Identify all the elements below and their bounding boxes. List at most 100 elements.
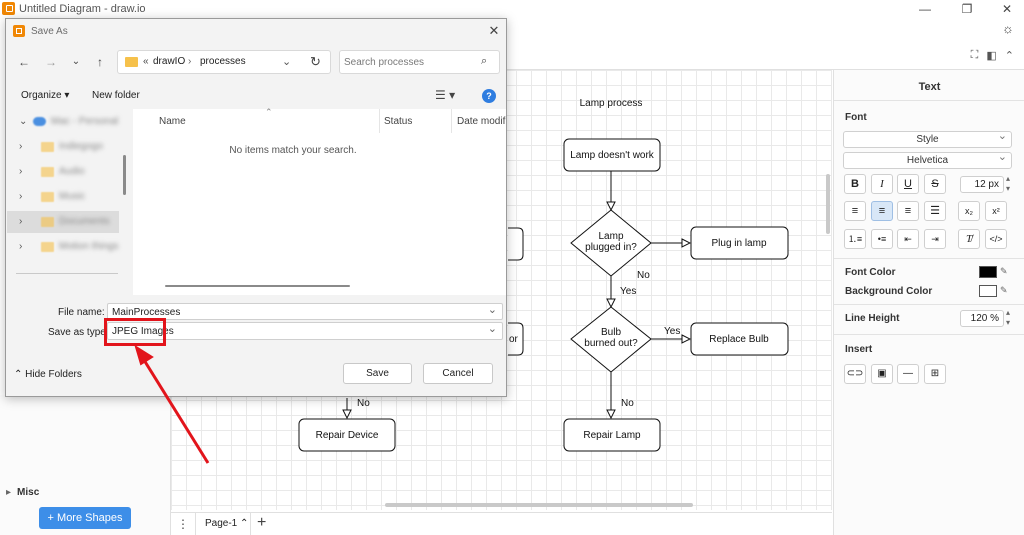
strikethrough-button[interactable]: S [924,174,946,194]
cloud-icon [33,117,46,126]
address-dropdown-icon[interactable]: ⌄ [282,56,292,68]
back-arrow-icon[interactable]: ← [18,55,30,69]
search-box[interactable]: ⌕ [339,50,500,74]
chevron-right-icon[interactable]: › [19,241,23,252]
bullet-list-icon[interactable]: •≡ [871,229,893,249]
font-size-stepper-icon[interactable]: ▴▾ [1006,174,1011,193]
align-center-icon[interactable]: ≡ [871,201,893,221]
subscript-icon[interactable]: x₂ [958,201,980,221]
cancel-button[interactable]: Cancel [423,363,493,384]
navigation-scrollbar[interactable] [123,155,126,195]
chevron-down-icon[interactable]: ⌄ [19,116,28,127]
html-code-icon[interactable]: </> [985,229,1007,249]
save-as-type-select[interactable]: JPEG Images ⌄ [107,322,503,340]
background-color-pencil-icon[interactable]: ✎ [1000,285,1008,295]
search-icon[interactable]: ⌕ [481,55,488,67]
insert-image-icon[interactable]: ▣ [871,364,893,384]
column-header-status[interactable]: Status [384,116,413,127]
save-button[interactable]: Save [343,363,412,384]
align-justify-icon[interactable]: ☰ [924,201,946,221]
dialog-titlebar: Save As ✕ [6,19,506,43]
search-input[interactable] [344,54,470,70]
align-left-icon[interactable]: ≡ [844,201,866,221]
close-window-icon[interactable]: ✕ [1001,2,1013,16]
underline-button[interactable]: U [897,174,919,194]
line-height-input[interactable]: 120 % [960,310,1004,327]
indent-icon[interactable]: ⇥ [924,229,946,249]
nav-item[interactable]: › Audio [7,161,119,183]
italic-button[interactable]: I [871,174,893,194]
column-header-date-modified[interactable]: Date modifi [457,116,506,127]
chevron-right-icon[interactable]: › [19,216,23,227]
file-name-field[interactable]: ⌄ [107,303,503,320]
page-tab[interactable]: Page-1 ⌃ [195,513,251,535]
divider [16,273,118,274]
insert-table-icon[interactable]: ⊞ [924,364,946,384]
nav-item[interactable]: › Indiegogo [7,136,119,158]
dialog-close-icon[interactable]: ✕ [488,23,500,38]
font-section-title: Font [845,112,867,123]
address-bar[interactable]: « drawIO › processes ⌄ ↻ [117,50,331,74]
chevron-down-icon[interactable]: ⌄ [487,323,497,335]
sun-theme-icon[interactable]: ☼ [1002,21,1014,36]
numbered-list-icon[interactable]: ⒈≡ [844,229,866,249]
nav-item[interactable]: › Music [7,186,119,208]
collapse-icon[interactable]: ⌃ [1004,50,1014,62]
restore-icon[interactable]: ❐ [961,2,973,16]
organize-button[interactable]: Organize ▾ [21,90,70,101]
background-color-swatch[interactable] [979,285,997,297]
nav-item[interactable]: › Documents [7,211,119,233]
clear-formatting-icon[interactable]: T̸ [958,229,980,249]
chevron-right-icon[interactable]: › [19,191,23,202]
font-size-input[interactable]: 12 px [960,176,1004,193]
page-menu-icon[interactable]: ⋮ [177,517,189,531]
breadcrumb-processes[interactable]: processes [200,56,246,67]
file-list-horizontal-scrollbar[interactable] [165,285,350,287]
nav-item[interactable]: ⌄ Mac - Personal [7,111,119,133]
font-color-pencil-icon[interactable]: ✎ [1000,266,1008,276]
fullscreen-icon[interactable]: ⛶ [970,49,979,61]
outdent-icon[interactable]: ⇤ [897,229,919,249]
minimize-icon[interactable]: — [919,2,931,16]
column-divider[interactable] [451,109,452,133]
font-family-select[interactable]: Helvetica [843,150,1012,169]
annotation-highlight-box [104,318,166,346]
format-panel-toggle-icon[interactable]: ◧ [986,50,997,62]
misc-section-header[interactable]: Misc [6,487,39,498]
breadcrumb-overflow[interactable]: « [143,56,149,67]
insert-link-icon[interactable]: ⊂⊃ [844,364,866,384]
chevron-up-icon[interactable]: ⌃ [240,518,249,529]
refresh-icon[interactable]: ↻ [310,54,321,69]
align-right-icon[interactable]: ≡ [897,201,919,221]
format-panel: Text Font Style Helvetica B I U S 12 px … [833,70,1024,535]
new-folder-button[interactable]: New folder [92,90,140,101]
column-divider[interactable] [379,109,380,133]
chevron-down-icon[interactable]: ⌄ [487,304,497,316]
style-select[interactable]: Style [843,129,1012,148]
hide-folders-button[interactable]: ⌃ Hide Folders [14,369,82,380]
chevron-right-icon[interactable]: › [19,141,23,152]
column-header-name[interactable]: Name [159,116,186,127]
recent-locations-chevron-icon[interactable]: ⌄ [71,56,81,67]
more-shapes-button[interactable]: + More Shapes [39,507,131,529]
line-height-stepper-icon[interactable]: ▴▾ [1006,308,1011,327]
bold-button[interactable]: B [844,174,866,194]
dialog-command-bar: Organize ▾ New folder ☰ ▾ ? [6,84,506,109]
canvas-horizontal-scrollbar[interactable] [385,503,693,507]
view-options-icon[interactable]: ☰ ▾ [435,88,456,102]
chevron-right-icon[interactable]: › [19,166,23,177]
breadcrumb-drawio[interactable]: drawIO [153,56,186,67]
up-arrow-icon[interactable]: ↑ [97,55,103,69]
canvas-vertical-scrollbar[interactable] [826,174,830,234]
help-icon[interactable]: ? [482,89,496,103]
insert-horizontal-rule-icon[interactable]: — [897,364,919,384]
file-name-input[interactable] [112,306,482,319]
add-page-icon[interactable]: + [257,514,267,531]
nav-item[interactable]: › Motion things [7,236,119,258]
divider [834,304,1024,305]
save-as-dialog: Save As ✕ ← → ⌄ ↑ « drawIO › processes ⌄… [5,18,507,397]
nav-item-label: Mac - Personal [51,116,119,127]
forward-arrow-icon[interactable]: → [45,55,57,69]
font-color-swatch[interactable] [979,266,997,278]
superscript-icon[interactable]: x² [985,201,1007,221]
